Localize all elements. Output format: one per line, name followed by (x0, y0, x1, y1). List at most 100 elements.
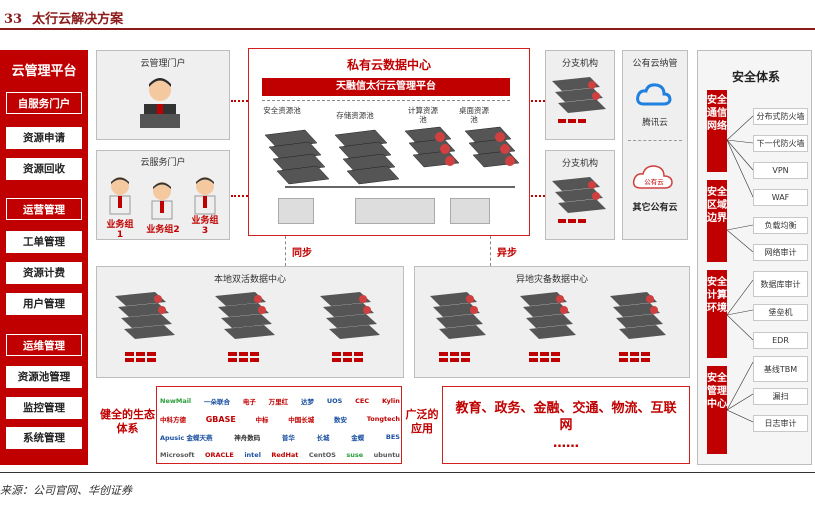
sec-item-baseline-tbm: 基线TBM (753, 356, 808, 382)
sidebar-item-pool: 资源池管理 (6, 366, 82, 388)
admin-person-icon (140, 78, 180, 128)
sync-label: 同步 (292, 248, 312, 259)
partner-logo: Tongtech (366, 415, 400, 423)
connector-branch1 (531, 100, 545, 102)
source-note: 来源：公司官网、华创证券 (0, 484, 132, 497)
public-cloud-divider (628, 140, 682, 141)
local-dc-title: 本地双活数据中心 (213, 275, 286, 285)
partner-logo: Microsoft (160, 451, 195, 459)
partner-logo: CentOS (308, 451, 336, 459)
sync-line (285, 236, 286, 266)
sec-item-network-audit: 网络审计 (753, 244, 808, 261)
other-public-cloud-label: 其它公有云 (632, 203, 678, 213)
public-cloud-icon (632, 165, 673, 189)
partner-logo: Apusic 金蝶天燕 (160, 434, 213, 442)
sec-cat-network: 安全通信网络 (707, 90, 727, 172)
device-3 (450, 198, 490, 224)
partner-logo: BES (385, 433, 400, 441)
branch2-title: 分支机构 (561, 159, 598, 169)
sec-item-waf: WAF (753, 189, 808, 206)
industries-text: 教育、政务、金融、交通、物流、互联网 (455, 401, 677, 433)
figure-title: 33 太行云解决方案 (4, 8, 123, 27)
user-group1-icon (109, 177, 131, 215)
sidebar-item-monitor: 监控管理 (6, 397, 82, 419)
pool-storage: 存储资源池 (336, 111, 374, 120)
partner-logo: 普华 (281, 434, 295, 442)
wide-application-label: 广泛的应用 (405, 408, 439, 435)
figure-number: 33 (4, 12, 23, 27)
partner-logo: RedHat (271, 451, 299, 459)
partner-logos-box (156, 386, 402, 464)
sec-item-distributed-firewall: 分布式防火墙 (753, 108, 808, 125)
partner-logo: GBASE (205, 414, 236, 424)
private-cloud-title: 私有云数据中心 (346, 58, 431, 72)
cloud-mgmt-portal-title: 云管理门户 (140, 59, 186, 69)
partner-logo: 电子 (242, 398, 256, 406)
sec-item-bastion: 堡垒机 (753, 304, 808, 321)
sidebar-item-user: 用户管理 (6, 293, 82, 315)
partner-logo: 长城 (316, 434, 330, 442)
public-cloud-icon-text: 公有云 (644, 178, 664, 186)
local-dc-servers (115, 292, 380, 362)
partner-logo: 神舟数码 (234, 434, 261, 442)
bottom-rule (0, 472, 815, 473)
security-fan-lines (727, 115, 753, 423)
partner-logo: ubuntu (373, 451, 400, 459)
group3-label: 业务组3 (191, 216, 219, 236)
tencent-cloud-icon (636, 83, 672, 106)
platform-bar: 天融信太行云管理平台 (262, 78, 510, 96)
sec-item-log-audit: 日志审计 (753, 415, 808, 432)
top-rule (0, 28, 815, 30)
sidebar-item-billing: 资源计费 (6, 262, 82, 284)
ecosystem-label: 健全的生态体系 (100, 408, 155, 435)
sidebar-item-ops: 运维管理 (6, 334, 82, 356)
connector-service-portal (231, 195, 248, 197)
sidebar-item-system: 系统管理 (6, 427, 82, 449)
branch2-servers (552, 177, 606, 223)
tencent-label: 腾讯云 (642, 118, 668, 128)
cloud-mgmt-sidebar (0, 50, 88, 465)
remote-dc-title: 异地灾备数据中心 (515, 275, 588, 285)
sidebar-item-ticket: 工单管理 (6, 231, 82, 253)
sec-cat-boundary: 安全区域边界 (707, 180, 727, 262)
figure-title-text: 太行云解决方案 (32, 12, 124, 27)
private-cloud-servers (264, 126, 520, 188)
sidebar-item-operations: 运营管理 (6, 198, 82, 220)
sec-item-ngfw: 下一代防火墙 (753, 135, 808, 152)
pool-security: 安全资源池 (263, 106, 301, 115)
user-group2-icon (151, 182, 173, 220)
partner-logo: 数安 (333, 416, 347, 424)
sidebar-item-resource-recycle: 资源回收 (6, 158, 82, 180)
sidebar-title: 云管理平台 (11, 64, 77, 79)
partner-logo: CEC (355, 397, 370, 405)
async-line (490, 236, 491, 266)
cloud-service-portal-title: 云服务门户 (140, 158, 186, 168)
partner-logo: 中国长城 (288, 416, 315, 424)
public-cloud-panel (622, 50, 688, 240)
device-2 (355, 198, 435, 224)
partner-logo: suse (346, 451, 364, 459)
sec-item-edr: EDR (753, 332, 808, 349)
sec-item-vuln-scan: 漏扫 (753, 388, 808, 405)
partner-logo: 一朵联合 (204, 398, 230, 406)
remote-dc-servers (430, 292, 666, 362)
group2-label: 业务组2 (146, 225, 180, 235)
connector-mgmt-portal (231, 100, 248, 102)
sec-item-db-audit: 数据库审计 (753, 271, 808, 297)
pool-desktop: 桌面资源池 (459, 106, 489, 124)
partner-logo: ORACLE (204, 451, 234, 459)
device-1 (278, 198, 314, 224)
pool-compute: 计算资源池 (408, 106, 438, 124)
partner-logo: intel (244, 451, 261, 459)
partner-logo: NewMail (160, 397, 192, 405)
sec-item-load-balance: 负载均衡 (753, 217, 808, 234)
security-system-title: 安全体系 (731, 70, 780, 84)
partner-logo: 金蝶 (351, 434, 365, 442)
async-label: 异步 (497, 248, 517, 259)
group1-label: 业务组1 (106, 220, 134, 240)
sec-cat-compute: 安全计算环境 (707, 270, 727, 358)
partner-logo: UOS (326, 397, 343, 405)
partner-logo: Kylin (381, 397, 400, 405)
industries-box (442, 386, 690, 464)
branch1-servers (552, 77, 606, 123)
